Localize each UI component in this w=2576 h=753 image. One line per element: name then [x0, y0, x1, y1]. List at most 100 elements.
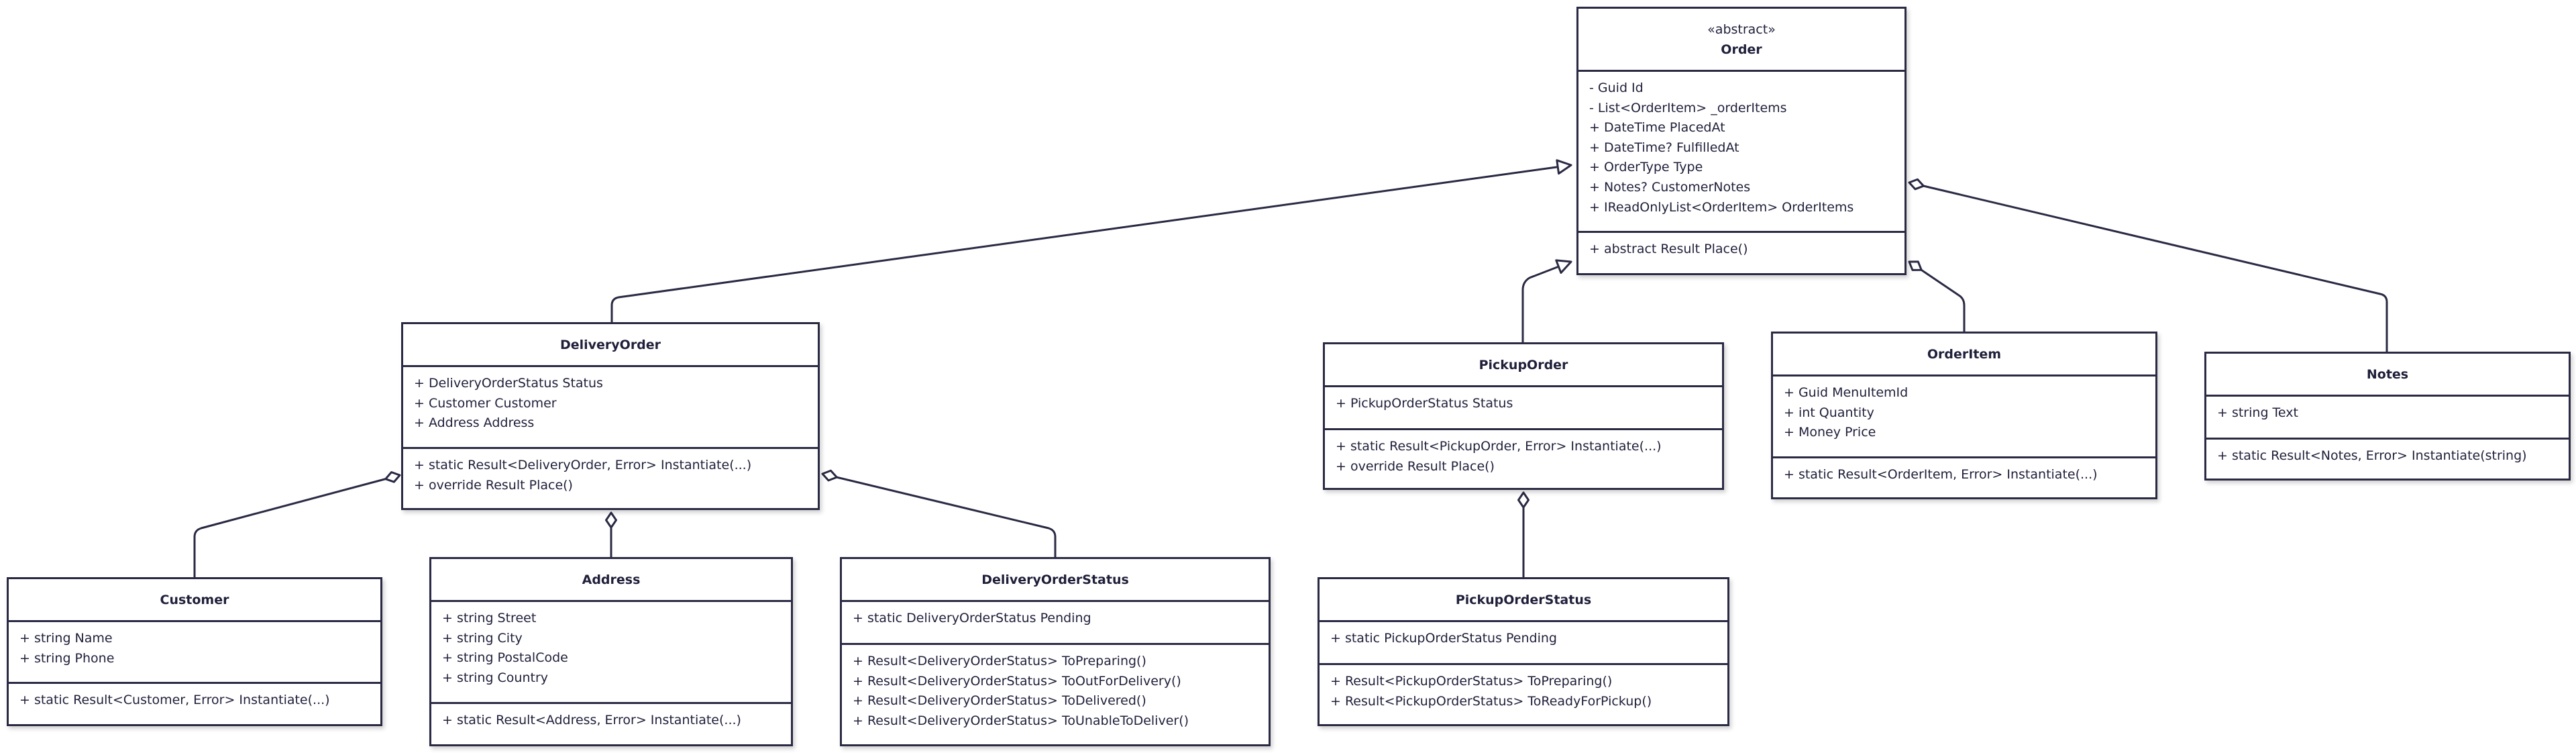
attributes-section: - Guid Id - List<OrderItem> _orderItems … — [1578, 72, 1904, 233]
class-header: PickupOrder — [1325, 344, 1722, 387]
edge-line — [610, 164, 1572, 322]
methods-section: + static Result<Notes, Error> Instantiat… — [2206, 440, 2569, 472]
attributes-section: + Guid MenuItemId + int Quantity + Money… — [1773, 376, 2155, 458]
edge-line — [822, 472, 1057, 557]
attribute: + DateTime PlacedAt — [1589, 120, 1725, 136]
attribute: + string Text — [2217, 405, 2298, 420]
methods-section: + static Result<Customer, Error> Instant… — [9, 684, 380, 716]
class-customer[interactable]: Customer + string Name + string Phone + … — [7, 577, 382, 726]
edge-status-aggregates-delivery-order — [821, 469, 1057, 557]
attribute: + int Quantity — [1784, 405, 1874, 420]
inheritance-arrowhead — [1555, 259, 1572, 274]
attribute: + OrderType Type — [1589, 160, 1703, 175]
edge-delivery-order-inherits-order — [610, 159, 1572, 322]
class-name: DeliveryOrderStatus — [981, 572, 1129, 587]
edge-pickup-order-inherits-order — [1521, 259, 1572, 342]
attributes-section: + DeliveryOrderStatus Status + Customer … — [403, 367, 818, 449]
aggregation-diamond — [605, 511, 617, 529]
class-header: Customer — [9, 579, 380, 622]
class-header: DeliveryOrderStatus — [842, 559, 1269, 602]
class-pickup-order-status[interactable]: PickupOrderStatus + static PickupOrderSt… — [1318, 577, 1729, 726]
attribute: + string City — [442, 630, 523, 646]
edge-line — [1521, 260, 1572, 342]
method: + Result<DeliveryOrderStatus> ToUnableTo… — [853, 713, 1189, 728]
attribute: + Money Price — [1784, 425, 1876, 440]
attribute: + string Phone — [19, 650, 115, 666]
attributes-section: + string Street + string City + string P… — [431, 602, 791, 704]
attribute: + string PostalCode — [442, 650, 568, 666]
edge-address-aggregates-delivery-order — [605, 511, 617, 557]
edge-line — [1909, 181, 2388, 352]
aggregation-diamond — [821, 469, 838, 482]
attribute: + DeliveryOrderStatus Status — [414, 376, 603, 391]
method: + static Result<Address, Error> Instanti… — [442, 713, 741, 727]
attribute: + Customer Customer — [414, 395, 557, 411]
attribute: + string Name — [19, 631, 113, 646]
attributes-section: + static PickupOrderStatus Pending — [1320, 622, 1727, 665]
attribute: + static DeliveryOrderStatus Pending — [853, 611, 1091, 625]
class-header: Notes — [2206, 354, 2569, 397]
aggregation-diamond — [384, 471, 401, 483]
class-header: OrderItem — [1773, 334, 2155, 376]
method: + Result<PickupOrderStatus> ToPreparing(… — [1330, 674, 1613, 689]
inheritance-arrowhead — [1556, 159, 1572, 175]
method: + Result<PickupOrderStatus> ToReadyForPi… — [1330, 693, 1652, 709]
class-name: PickupOrder — [1479, 357, 1568, 372]
class-header: PickupOrderStatus — [1320, 579, 1727, 622]
attributes-section: + static DeliveryOrderStatus Pending — [842, 602, 1269, 645]
aggregation-diamond — [1908, 178, 1925, 191]
edge-pickup-status-aggregates-pickup-order — [1517, 491, 1529, 577]
class-order-item[interactable]: OrderItem + Guid MenuItemId + int Quanti… — [1771, 332, 2157, 499]
edge-customer-aggregates-delivery-order — [193, 471, 401, 577]
methods-section: + abstract Result Place() — [1578, 233, 1904, 265]
class-pickup-order[interactable]: PickupOrder + PickupOrderStatus Status +… — [1323, 342, 1724, 490]
class-name: PickupOrderStatus — [1455, 592, 1592, 607]
class-address[interactable]: Address + string Street + string City + … — [429, 557, 793, 746]
class-delivery-order[interactable]: DeliveryOrder + DeliveryOrderStatus Stat… — [401, 322, 820, 510]
attribute: + string Country — [442, 670, 549, 685]
method: + Result<DeliveryOrderStatus> ToPreparin… — [853, 654, 1146, 668]
attribute: + string Street — [442, 611, 537, 625]
aggregation-diamond — [1908, 260, 1923, 271]
class-delivery-order-status[interactable]: DeliveryOrderStatus + static DeliveryOrd… — [840, 557, 1271, 746]
attribute: + DateTime? FulfilledAt — [1589, 140, 1739, 155]
class-header: DeliveryOrder — [403, 324, 818, 367]
methods-section: + static Result<OrderItem, Error> Instan… — [1773, 458, 2155, 491]
class-notes[interactable]: Notes + string Text + static Result<Note… — [2204, 352, 2571, 481]
method: + static Result<Customer, Error> Instant… — [19, 693, 330, 707]
attributes-section: + string Name + string Phone — [9, 622, 380, 684]
class-header: Address — [431, 559, 791, 602]
methods-section: + Result<PickupOrderStatus> ToPreparing(… — [1320, 665, 1727, 717]
method: + static Result<PickupOrder, Error> Inst… — [1336, 439, 1662, 454]
edge-notes-aggregates-order — [1908, 178, 2388, 352]
methods-section: + static Result<DeliveryOrder, Error> In… — [403, 449, 818, 501]
attributes-section: + PickupOrderStatus Status — [1325, 387, 1722, 430]
method: + static Result<Notes, Error> Instantiat… — [2217, 448, 2527, 463]
stereotype-label: «abstract» — [1707, 21, 1776, 37]
class-header: «abstract» Order — [1578, 9, 1904, 72]
methods-section: + Result<DeliveryOrderStatus> ToPreparin… — [842, 645, 1269, 736]
edge-line — [193, 474, 400, 577]
attribute: + Address Address — [414, 415, 535, 431]
attribute: + Guid MenuItemId — [1784, 385, 1909, 400]
attribute: - Guid Id — [1589, 81, 1644, 95]
method: + static Result<OrderItem, Error> Instan… — [1784, 467, 2098, 482]
class-name: Address — [582, 572, 641, 587]
method: + Result<DeliveryOrderStatus> ToDelivere… — [853, 693, 1146, 709]
class-name: Notes — [2366, 366, 2409, 382]
class-order[interactable]: «abstract» Order - Guid Id - List<OrderI… — [1576, 7, 1907, 275]
class-name: Customer — [160, 592, 229, 607]
edge-line — [1909, 260, 1966, 332]
method: + static Result<DeliveryOrder, Error> In… — [414, 458, 752, 472]
attribute: - List<OrderItem> _orderItems — [1589, 100, 1787, 115]
methods-section: + static Result<PickupOrder, Error> Inst… — [1325, 430, 1722, 482]
method: + Result<DeliveryOrderStatus> ToOutForDe… — [853, 673, 1181, 689]
class-name: DeliveryOrder — [559, 337, 661, 352]
class-name: Order — [1721, 42, 1762, 57]
attribute: + PickupOrderStatus Status — [1336, 396, 1513, 411]
attributes-section: + string Text — [2206, 397, 2569, 440]
class-name: OrderItem — [1927, 346, 2002, 362]
methods-section: + static Result<Address, Error> Instanti… — [431, 704, 791, 736]
attribute: + static PickupOrderStatus Pending — [1330, 631, 1557, 646]
edge-order-item-aggregates-order — [1908, 260, 1966, 332]
